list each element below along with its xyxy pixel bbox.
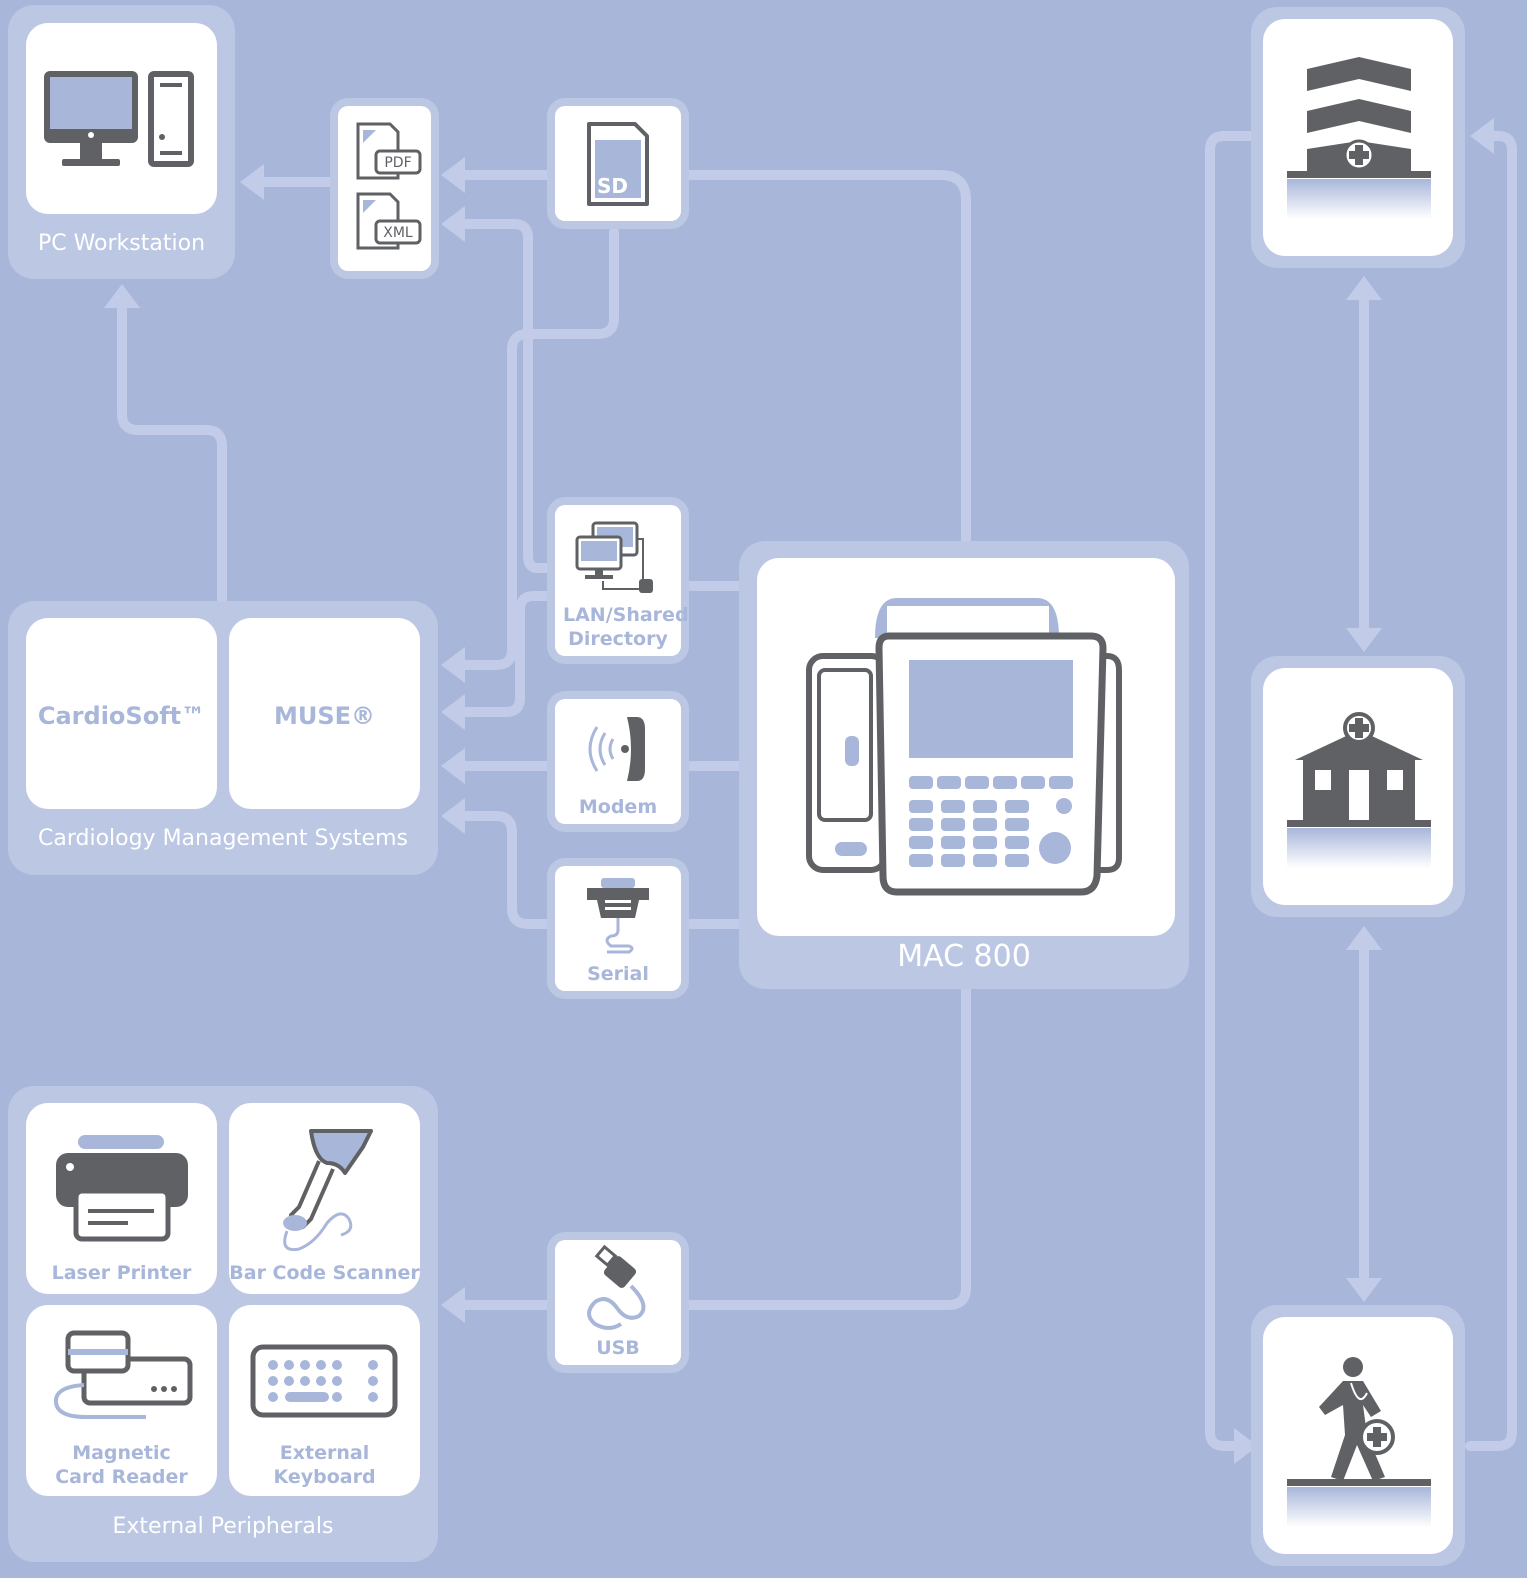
clinic-icon [1287, 712, 1431, 868]
modem-label: Modem [578, 796, 658, 818]
sd-label: SD [597, 174, 628, 198]
magnetic-card-reader-label: Magnetic Card Reader [55, 1442, 188, 1488]
xml-file-icon: XML [356, 192, 422, 250]
printer-icon [56, 1135, 188, 1242]
external-keyboard-card[interactable]: External Keyboard [229, 1305, 420, 1496]
pc-workstation-card[interactable] [26, 23, 217, 214]
modem-connector[interactable]: Modem [555, 699, 681, 824]
barcode-scanner-icon [283, 1129, 373, 1252]
card-reader-icon [53, 1330, 193, 1419]
computer-icon [44, 71, 194, 167]
serial-port-icon [587, 878, 649, 954]
clinic-card[interactable] [1263, 668, 1453, 905]
magnetic-card-reader-card[interactable]: Magnetic Card Reader [26, 1305, 217, 1496]
pdf-file-icon: PDF [356, 122, 422, 180]
mac-800-panel: MAC 800 [739, 541, 1189, 989]
ecg-device-icon [806, 598, 1122, 896]
hospital-icon [1287, 57, 1431, 219]
usb-connector[interactable]: USB [555, 1240, 681, 1365]
pc-workstation-panel: PC Workstation [8, 5, 235, 279]
clinic-panel [1251, 656, 1465, 917]
usb-icon [587, 1244, 646, 1330]
mac-800-device-card[interactable] [757, 558, 1175, 936]
modem-icon [588, 717, 645, 781]
cardiosoft-label: CardioSoft™ [37, 702, 206, 730]
usb-label: USB [596, 1337, 640, 1359]
bar-code-scanner-card[interactable]: Bar Code Scanner [229, 1103, 420, 1294]
file-export-card[interactable]: PDF XML [338, 106, 431, 271]
laser-printer-card[interactable]: Laser Printer [26, 1103, 217, 1294]
sd-card-icon: SD [587, 122, 649, 206]
serial-label: Serial [587, 963, 649, 985]
serial-connector[interactable]: Serial [555, 866, 681, 991]
file-icons: PDF XML [356, 122, 422, 250]
hospital-card[interactable] [1263, 19, 1453, 256]
doctor-card[interactable] [1263, 1317, 1453, 1554]
muse-card[interactable]: MUSE® [229, 618, 420, 809]
laser-printer-label: Laser Printer [51, 1262, 192, 1284]
pdf-label: PDF [384, 155, 411, 171]
sd-card-connector[interactable]: SD [555, 106, 681, 221]
xml-label: XML [383, 225, 413, 241]
doctor-panel [1251, 1305, 1465, 1566]
cms-label: Cardiology Management Systems [37, 826, 408, 851]
hospital-panel [1251, 7, 1465, 268]
lan-connector[interactable]: LAN/Shared Directory [555, 505, 689, 656]
muse-label: MUSE® [273, 702, 376, 730]
network-icon [575, 521, 653, 593]
lan-label: LAN/Shared Directory [563, 604, 689, 650]
peripherals-panel: Laser Printer Bar Code Scanner Magnetic … [8, 1086, 438, 1562]
cms-panel: CardioSoft™ MUSE® Cardiology Management … [8, 601, 438, 875]
peripherals-label: External Peripherals [112, 1514, 334, 1539]
pc-workstation-label: PC Workstation [37, 231, 206, 256]
keyboard-icon [250, 1344, 398, 1418]
bar-code-scanner-label: Bar Code Scanner [229, 1262, 420, 1284]
mac-800-label: MAC 800 [897, 939, 1031, 974]
cardiosoft-card[interactable]: CardioSoft™ [26, 618, 217, 809]
external-keyboard-label: External Keyboard [273, 1442, 376, 1488]
doctor-walking-icon [1287, 1357, 1431, 1527]
